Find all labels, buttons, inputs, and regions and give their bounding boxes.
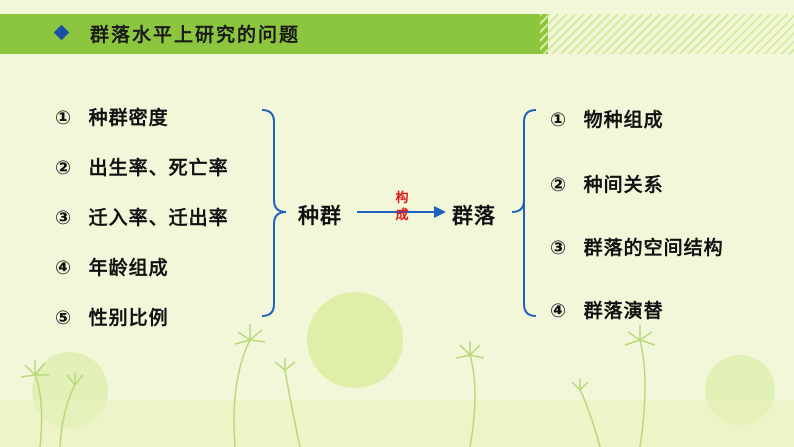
arrow-head-icon: [434, 206, 446, 218]
population-label: 种群: [298, 204, 342, 228]
item-number: ③: [55, 207, 73, 229]
compose-label-char-1: 构: [395, 191, 409, 206]
left-bracket: [261, 109, 287, 317]
item-text: 物种组成: [583, 109, 664, 131]
item-number: ④: [550, 300, 568, 322]
item-text: 群落的空间结构: [583, 237, 724, 259]
item-text: 种间关系: [583, 174, 664, 196]
left-list-item: ⑤ 性别比例: [55, 303, 169, 330]
item-number: ①: [550, 109, 568, 131]
left-list-item: ① 种群密度: [55, 103, 169, 130]
page-title: 群落水平上研究的问题: [90, 24, 301, 46]
left-list-item: ④ 年龄组成: [55, 253, 169, 280]
right-bracket: [511, 109, 537, 317]
item-text: 种群密度: [88, 107, 169, 129]
left-list-item: ② 出生率、死亡率: [55, 153, 229, 180]
item-text: 性别比例: [88, 307, 169, 329]
right-list-item: ② 种间关系: [550, 170, 664, 197]
item-number: ⑤: [55, 307, 73, 329]
left-list-item: ③ 迁入率、迁出率: [55, 203, 229, 230]
item-text: 年龄组成: [88, 257, 169, 279]
item-number: ①: [55, 107, 73, 129]
item-number: ②: [550, 174, 568, 196]
item-number: ③: [550, 237, 568, 259]
right-list-item: ① 物种组成: [550, 105, 664, 132]
right-list-item: ③ 群落的空间结构: [550, 233, 724, 260]
compose-label: 构 成: [393, 190, 411, 224]
item-number: ④: [55, 257, 73, 279]
item-number: ②: [55, 157, 73, 179]
title-band-stripes: [540, 14, 794, 54]
compose-label-char-2: 成: [395, 208, 409, 223]
community-label: 群落: [452, 204, 496, 228]
right-list-item: ④ 群落演替: [550, 296, 664, 323]
item-text: 迁入率、迁出率: [88, 207, 229, 229]
item-text: 群落演替: [583, 300, 664, 322]
title-band: [0, 14, 548, 54]
item-text: 出生率、死亡率: [88, 157, 229, 179]
